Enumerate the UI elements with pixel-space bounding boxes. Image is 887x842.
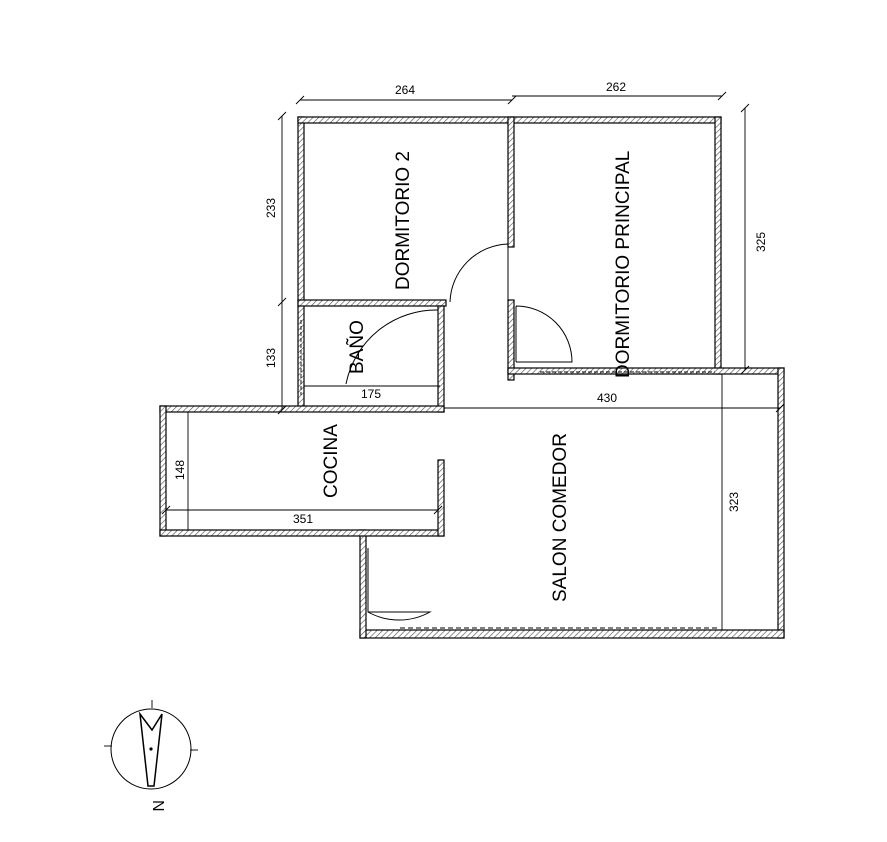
wall-left-salon xyxy=(359,529,367,639)
compass: N xyxy=(104,700,198,812)
wall-right-principal xyxy=(714,116,722,375)
dim-salon-width: 430 xyxy=(597,391,617,405)
room-label-cocina: COCINA xyxy=(321,424,342,498)
room-label-principal: DORMITORIO PRINCIPAL xyxy=(613,151,634,378)
dim-cocina-height: 148 xyxy=(173,460,187,480)
wall-left-cocina xyxy=(159,405,167,537)
wall-top-cocina xyxy=(159,405,445,413)
wall-bottom-principal xyxy=(507,367,785,375)
dim-left-upper: 233 xyxy=(264,198,278,218)
wall-bottom-salon xyxy=(359,629,785,639)
door-principal xyxy=(515,305,573,363)
door-bano xyxy=(345,309,439,385)
doors xyxy=(345,243,573,621)
wall-divider-lower xyxy=(507,299,515,381)
dimension-lines xyxy=(161,91,785,630)
compass-north-label: N xyxy=(149,800,166,812)
dim-left-lower: 133 xyxy=(264,348,278,368)
dim-salon-height: 323 xyxy=(727,492,741,512)
compass-circle xyxy=(110,708,192,790)
dim-top-left: 264 xyxy=(395,83,415,97)
wall-right-cocina-stub xyxy=(437,459,445,537)
room-label-bano: BAÑO xyxy=(346,320,368,374)
wall-bottom-bedroom2 xyxy=(297,299,447,307)
dim-bano-width: 175 xyxy=(361,387,381,401)
wall-bottom-cocina xyxy=(159,529,445,537)
dim-right-upper: 325 xyxy=(754,232,768,252)
door-entrance xyxy=(367,548,431,621)
door-bedroom2 xyxy=(449,243,509,303)
walls xyxy=(159,116,785,639)
room-label-salon: SALON COMEDOR xyxy=(550,433,571,602)
dim-top-right: 262 xyxy=(606,80,626,94)
wall-divider-bedrooms xyxy=(507,116,515,248)
room-label-dormitorio2: DORMITORIO 2 xyxy=(393,151,414,290)
wall-left-bedroom2 xyxy=(297,116,305,412)
dim-cocina-width: 351 xyxy=(293,512,313,526)
wall-right-bano xyxy=(437,305,445,413)
